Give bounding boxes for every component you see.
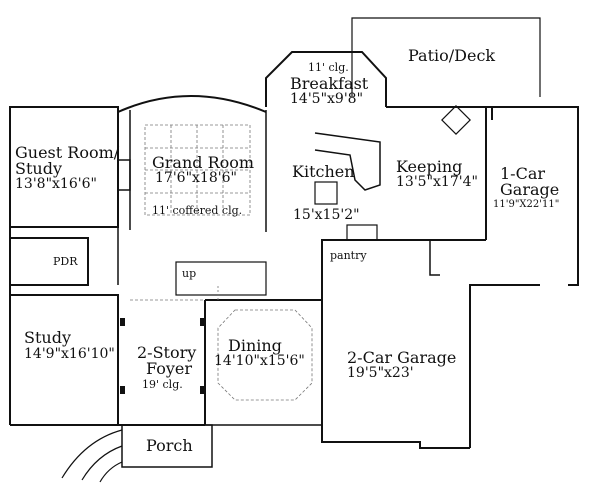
porch-label: Porch — [146, 436, 193, 455]
garage-step — [429, 240, 440, 276]
column — [200, 318, 205, 326]
stairs — [175, 261, 267, 296]
garage1-label-line2: Garage — [500, 180, 560, 199]
porch-steps — [61, 429, 123, 483]
garage2-walls — [321, 275, 470, 449]
foyer-ceiling: 19' clg. — [142, 378, 183, 391]
breakfast-fireplace — [441, 105, 471, 135]
study-walls — [10, 294, 119, 425]
guest-dims: 13'8"x16'6" — [15, 176, 97, 192]
guest-label-line2: Study — [15, 159, 62, 178]
garage1-label-line1: 1-Car — [500, 164, 546, 183]
keeping-dims: 13'5"x17'4" — [396, 174, 478, 190]
exterior-wall-north-east — [386, 106, 493, 120]
garage2-east — [469, 284, 540, 448]
column — [120, 386, 125, 394]
grand-room-dims: 17'6"x18'6" — [155, 170, 237, 186]
kitchen-label: Kitchen — [292, 162, 355, 181]
grand-room-label: Grand Room — [152, 153, 255, 172]
kitchen-dims: 15'x15'2" — [293, 207, 360, 223]
breakfast-bay — [265, 51, 387, 107]
guest-label-line1: Guest Room/ — [15, 143, 120, 162]
grand-room-ceiling: 11' coffered clg. — [152, 204, 243, 217]
dining-label: Dining — [228, 336, 282, 355]
pdr-label: PDR — [53, 255, 78, 268]
patio-outline — [351, 17, 541, 97]
pantry-box — [346, 224, 378, 241]
patio-label: Patio/Deck — [408, 46, 496, 65]
garage2-label: 2-Car Garage — [347, 348, 457, 367]
fireplace — [117, 159, 131, 191]
breakfast-dims: 14'5"x9'8" — [290, 91, 364, 107]
foyer-label-line2: Foyer — [146, 359, 193, 378]
pantry-label: pantry — [330, 249, 367, 262]
pdr-walls — [10, 237, 89, 286]
study-dims: 14'9"x16'10" — [24, 346, 115, 362]
garage2-dims: 19'5"x23' — [347, 365, 414, 381]
stairs-up-label: up — [182, 267, 197, 280]
foyer-label-line1: 2-Story — [137, 343, 197, 362]
garage-wall-top — [321, 239, 486, 275]
grand-room-bay — [117, 95, 267, 113]
cooktop — [314, 181, 338, 205]
column — [120, 318, 125, 326]
study-label: Study — [24, 328, 71, 347]
keeping-label: Keeping — [396, 157, 463, 176]
dining-dims: 14'10"x15'6" — [214, 353, 305, 369]
kitchen-island — [314, 132, 381, 191]
breakfast-label: Breakfast — [290, 74, 369, 93]
garage1-dims: 11'9"X22'11" — [493, 199, 560, 210]
breakfast-ceiling: 11' clg. — [308, 61, 349, 74]
column — [200, 386, 205, 394]
